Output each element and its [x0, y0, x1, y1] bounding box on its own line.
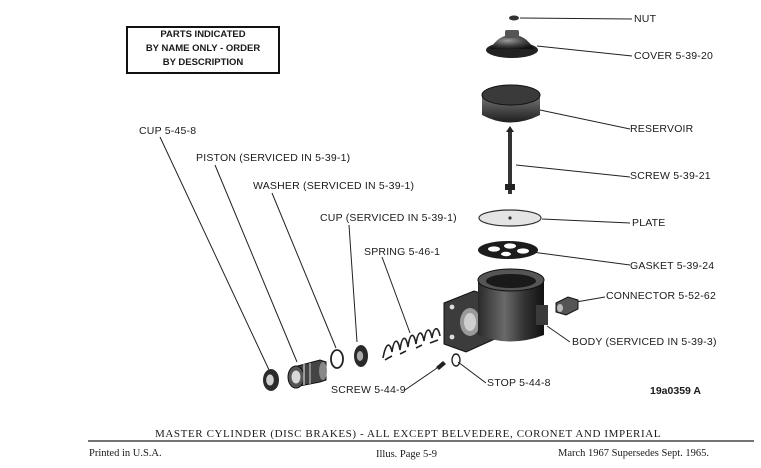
footer-date: March 1967 Supersedes Sept. 1965. — [558, 448, 710, 459]
parts-notice-box: PARTS INDICATED BY NAME ONLY - ORDER BY … — [126, 26, 280, 74]
label-connector: CONNECTOR 5-52-62 — [606, 290, 716, 302]
label-plate: PLATE — [632, 217, 666, 229]
notice-line-2: BY NAME ONLY - ORDER — [145, 43, 261, 54]
connector-part — [555, 296, 579, 316]
piston-part — [287, 359, 327, 389]
gasket-part — [478, 241, 538, 259]
label-spring: SPRING 5-46-1 — [364, 246, 441, 258]
label-cover: COVER 5-39-20 — [634, 50, 714, 62]
label-screw-bottom: SCREW 5-44-9 — [331, 384, 406, 396]
label-cup-left: CUP 5-45-8 — [139, 125, 197, 137]
reservoir-part — [481, 84, 541, 123]
footer-printed: Printed in U.S.A. — [89, 448, 162, 459]
label-nut: NUT — [634, 13, 657, 25]
label-cup-mid: CUP (SERVICED IN 5-39-1) — [320, 212, 457, 224]
screw-bottom-part — [436, 361, 446, 370]
label-piston: PISTON (SERVICED IN 5-39-1) — [196, 152, 351, 164]
label-gasket: GASKET 5-39-24 — [630, 260, 715, 272]
cover-part — [486, 30, 538, 58]
cup-mid-part — [354, 345, 368, 367]
leader-lines — [159, 17, 633, 391]
label-reservoir: RESERVOIR — [630, 123, 694, 135]
body-part — [443, 268, 548, 353]
figure-caption: MASTER CYLINDER (DISC BRAKES) - ALL EXCE… — [155, 428, 662, 440]
label-screw-top: SCREW 5-39-21 — [630, 170, 711, 182]
screw-top-part — [505, 126, 515, 194]
illustration-id: 19a0359 A — [650, 385, 701, 397]
label-stop: STOP 5-44-8 — [487, 377, 551, 389]
washer-part — [330, 349, 344, 369]
stop-part — [451, 353, 461, 367]
label-body: BODY (SERVICED IN 5-39-3) — [572, 336, 717, 348]
notice-line-3: BY DESCRIPTION — [162, 57, 244, 68]
footer-page: Illus. Page 5-9 — [376, 449, 437, 460]
label-washer: WASHER (SERVICED IN 5-39-1) — [253, 180, 415, 192]
nut-part — [509, 15, 519, 21]
spring-part — [382, 327, 441, 361]
plate-part — [478, 209, 542, 227]
notice-line-1: PARTS INDICATED — [160, 29, 246, 40]
cup-left-part — [263, 369, 279, 391]
